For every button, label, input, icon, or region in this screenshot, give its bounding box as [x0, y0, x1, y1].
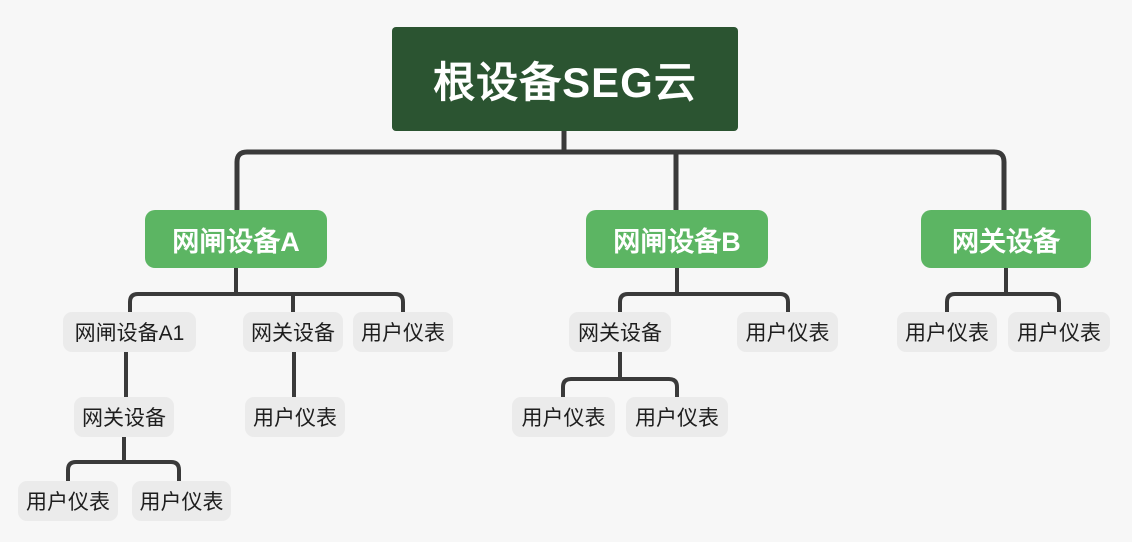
node-gateway-device-right[interactable]: 网关设备 [921, 210, 1091, 268]
connector-a-rail [128, 292, 405, 312]
node-user-meter-under-gateway-mid[interactable]: 用户仪表 [245, 397, 345, 437]
connector-root-rail [234, 149, 1007, 210]
connector-b-rail [618, 292, 790, 312]
node-gateway-under-b[interactable]: 网关设备 [569, 312, 671, 352]
node-user-meter-right-2[interactable]: 用户仪表 [1008, 312, 1110, 352]
node-user-meter-under-a[interactable]: 用户仪表 [353, 312, 453, 352]
node-user-meter-under-a1g-2[interactable]: 用户仪表 [132, 481, 231, 521]
node-gateway-under-a[interactable]: 网关设备 [243, 312, 343, 352]
node-root-seg-cloud[interactable]: 根设备SEG云 [392, 27, 738, 131]
node-gap-device-b[interactable]: 网闸设备B [586, 210, 768, 268]
node-gap-device-a1[interactable]: 网闸设备A1 [63, 312, 196, 352]
connector-a1g-rail [66, 460, 181, 481]
node-gap-device-a[interactable]: 网闸设备A [145, 210, 327, 268]
node-user-meter-under-bg-1[interactable]: 用户仪表 [512, 397, 615, 437]
connector-g-rail [945, 292, 1061, 312]
node-gateway-under-a1[interactable]: 网关设备 [74, 397, 174, 437]
node-user-meter-under-bg-2[interactable]: 用户仪表 [626, 397, 728, 437]
connector-bg-rail [561, 377, 679, 397]
node-user-meter-under-a1g-1[interactable]: 用户仪表 [18, 481, 118, 521]
node-user-meter-under-b[interactable]: 用户仪表 [737, 312, 838, 352]
node-user-meter-right-1[interactable]: 用户仪表 [897, 312, 997, 352]
